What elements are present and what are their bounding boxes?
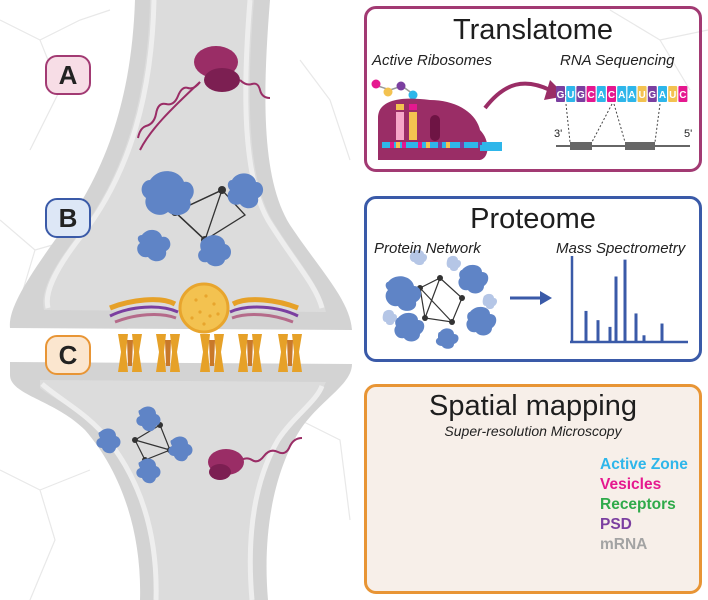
legend-item: Active Zone bbox=[600, 456, 688, 473]
sequence-base: G bbox=[557, 90, 565, 101]
protein-network-label: Protein Network bbox=[374, 240, 481, 257]
protein-network-c bbox=[96, 406, 193, 484]
sequence-base: U bbox=[638, 90, 645, 101]
active-zone bbox=[109, 282, 299, 334]
sequence-base: U bbox=[669, 90, 676, 101]
prime5-label: 5' bbox=[684, 128, 693, 140]
sequence-base: G bbox=[577, 90, 585, 101]
alignment-graphic bbox=[556, 103, 690, 150]
active-ribosome-graphic bbox=[371, 79, 566, 160]
receptor bbox=[278, 334, 302, 372]
receptor bbox=[200, 334, 224, 372]
mass-spectrometry-label: Mass Spectrometry bbox=[556, 240, 686, 257]
active-ribosomes-label: Active Ribosomes bbox=[372, 52, 493, 69]
microscopy-label: Super-resolution Microscopy bbox=[444, 423, 622, 439]
label-c-badge: C bbox=[45, 335, 91, 375]
legend-item: mRNA bbox=[600, 536, 648, 553]
sequence-base: U bbox=[567, 90, 574, 101]
legend-item: PSD bbox=[600, 516, 632, 533]
label-b-badge: B bbox=[45, 198, 91, 238]
receptors bbox=[118, 334, 302, 372]
protein-network-b bbox=[137, 171, 264, 267]
rna-sequencing-label: RNA Sequencing bbox=[560, 52, 675, 69]
sequence-base: C bbox=[587, 90, 594, 101]
sequence-base: G bbox=[648, 90, 656, 101]
mass-spectrum-graphic bbox=[570, 256, 688, 344]
protein-network-graphic bbox=[382, 249, 552, 349]
sequence-base: C bbox=[608, 90, 615, 101]
background-neurons bbox=[0, 9, 708, 600]
sequence-base: A bbox=[628, 90, 635, 101]
proteome-title: Proteome bbox=[470, 203, 596, 235]
receptor bbox=[118, 334, 142, 372]
receptor bbox=[238, 334, 262, 372]
ribosome-c bbox=[208, 437, 303, 480]
sequence-base: C bbox=[679, 90, 686, 101]
legend-item: Receptors bbox=[600, 496, 676, 513]
translatome-panel bbox=[364, 6, 702, 172]
legend-item: Vesicles bbox=[600, 476, 662, 493]
sequence-base: A bbox=[618, 90, 625, 101]
translatome-title: Translatome bbox=[452, 14, 614, 46]
label-a-badge: A bbox=[45, 55, 91, 95]
ribosome-a bbox=[137, 46, 271, 151]
sequence-base: A bbox=[659, 90, 666, 101]
spatial-mapping-panel bbox=[364, 384, 702, 594]
spatial-mapping-title: Spatial mapping bbox=[429, 390, 637, 422]
sequence-base: A bbox=[598, 90, 605, 101]
receptor bbox=[156, 334, 180, 372]
proteome-panel bbox=[364, 196, 702, 362]
prime3-label: 3' bbox=[554, 128, 563, 140]
